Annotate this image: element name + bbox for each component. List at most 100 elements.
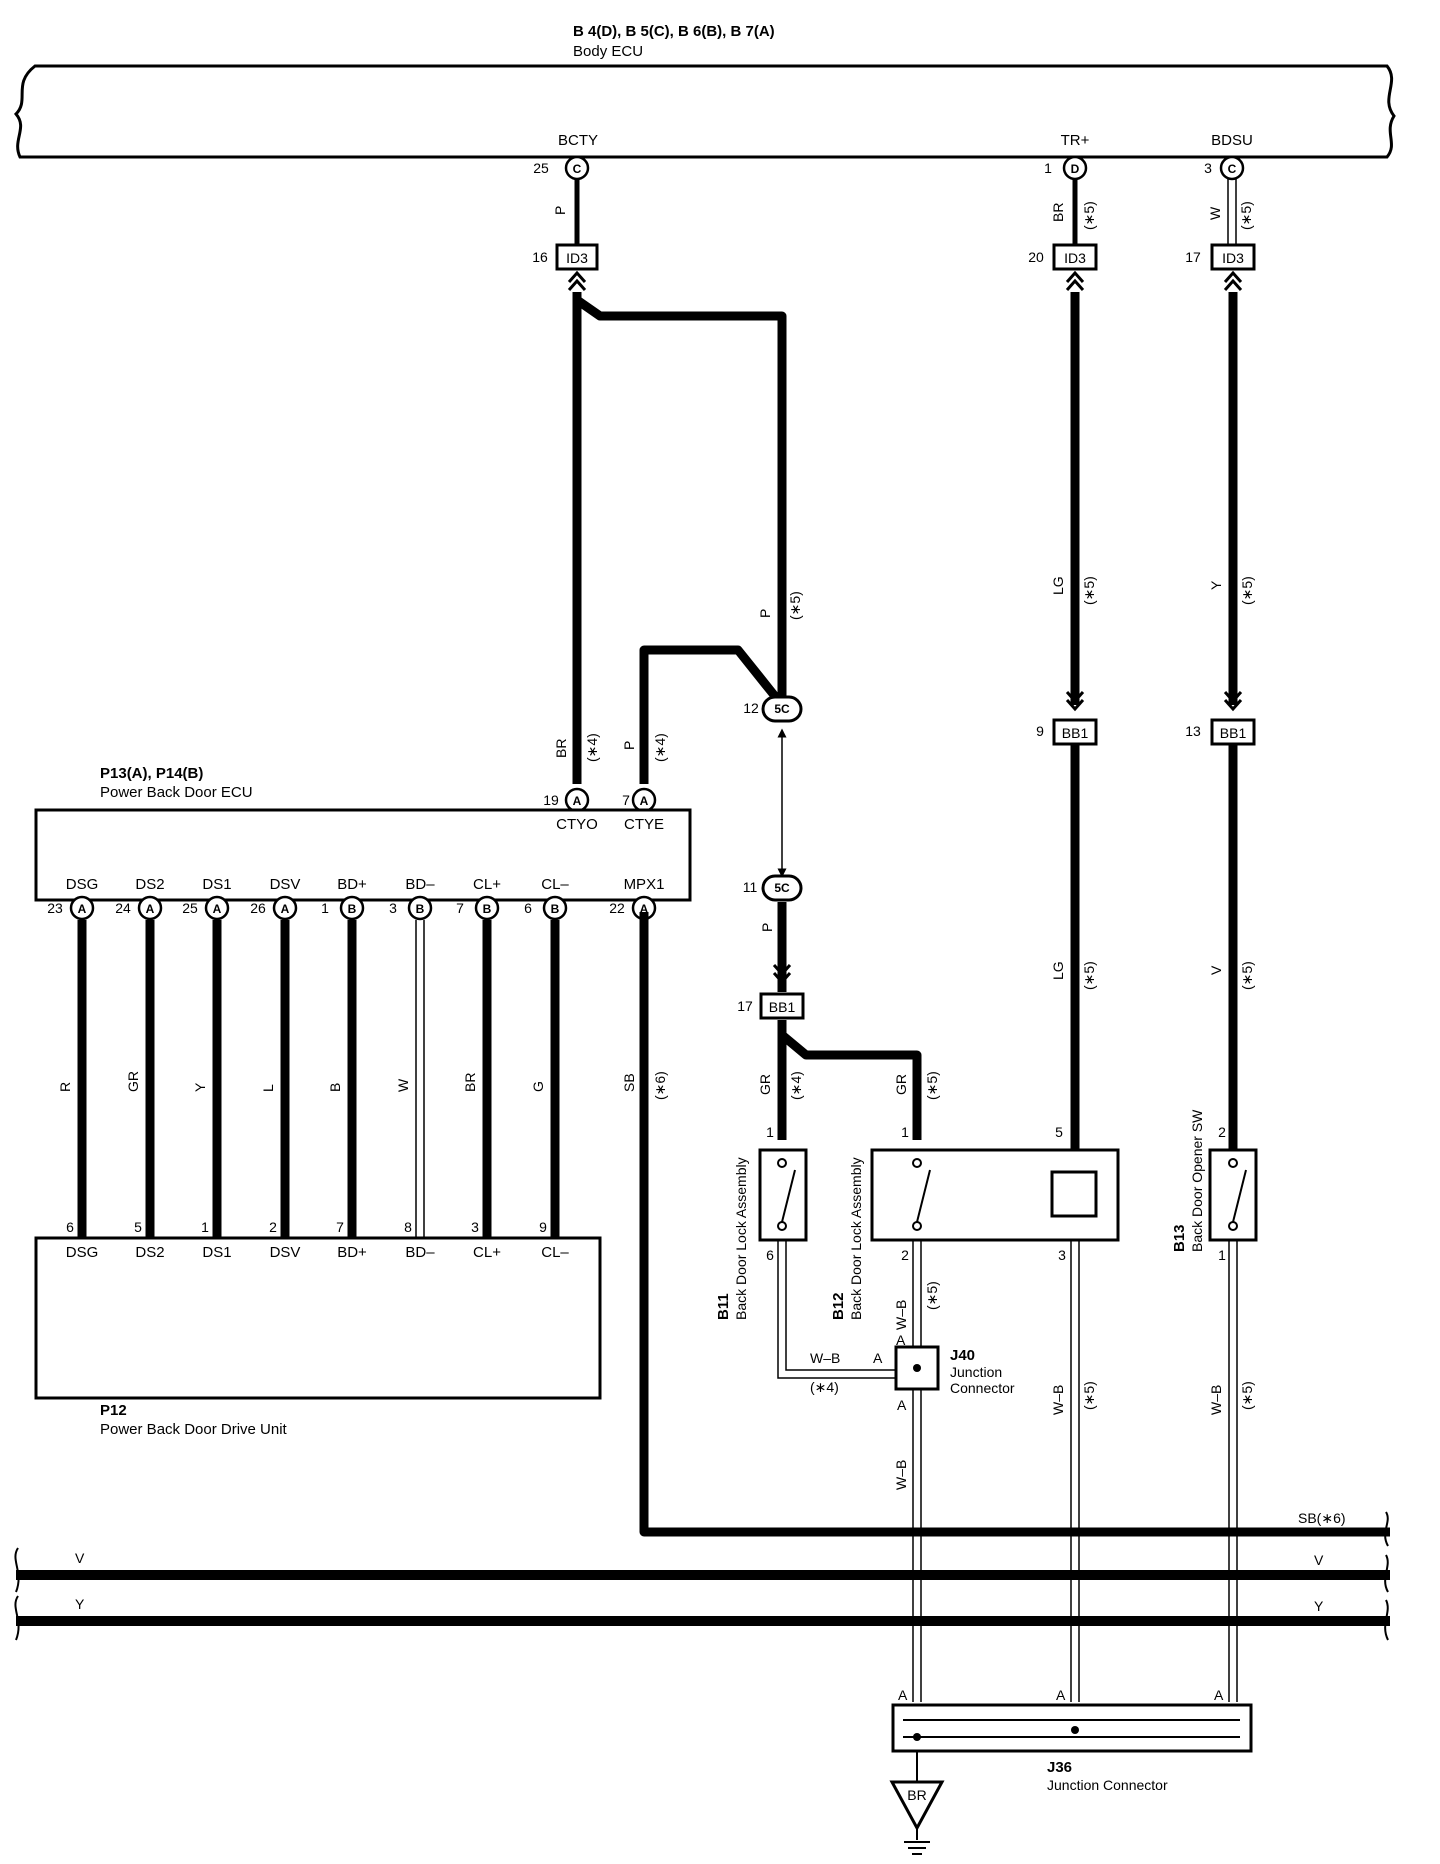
drive-wire-color: BR [462,1073,478,1092]
svg-text:7: 7 [622,792,630,808]
pbd-ecu-pin-number: 22 [609,900,625,916]
svg-text:BR: BR [1050,203,1066,222]
b13-back-door-opener-sw: 2 1 B13 Back Door Opener SW [1171,1109,1258,1263]
svg-text:(∗5): (∗5) [1239,1381,1255,1410]
drive-pin-number: 7 [336,1219,344,1235]
bus-v-right: V [1314,1552,1324,1568]
pbd-ecu-pin-label: MPX1 [624,876,665,893]
svg-text:ID3: ID3 [566,250,588,266]
drive-pin-number: 9 [539,1219,547,1235]
svg-text:1: 1 [1044,160,1052,176]
power-back-door-ecu: P13(A), P14(B) Power Back Door ECU 19 A … [34,765,692,902]
svg-text:2: 2 [901,1247,909,1263]
svg-text:BR: BR [553,739,569,758]
svg-text:W–B: W–B [893,1300,909,1330]
pin-label-bdsu: BDSU [1211,132,1253,149]
drive-pin-label: DSG [66,1244,99,1261]
svg-text:P: P [759,923,775,932]
svg-text:(∗6): (∗6) [652,1071,668,1100]
drive-pin-number: 1 [201,1219,209,1235]
drive-pin-label: DS2 [135,1244,164,1261]
bus-y-left: Y [75,1596,85,1612]
svg-text:W–B: W–B [810,1350,840,1366]
pbd-ecu-pin-label: DSV [270,876,301,893]
svg-text:9: 9 [1036,723,1044,739]
pbd-ecu-pin-number: 24 [115,900,131,916]
drive-pin-number: 8 [404,1219,412,1235]
svg-text:J40: J40 [950,1347,975,1364]
pbd-ecu-pin-circle [542,895,568,921]
svg-text:(∗5): (∗5) [1081,1381,1097,1410]
drive-wire-color: B [327,1083,343,1092]
svg-text:W–B: W–B [1050,1385,1066,1415]
pbd-ecu-pin-label: CL– [541,876,569,893]
drive-wire-color: Y [192,1082,208,1092]
svg-text:(∗5): (∗5) [1238,201,1254,230]
wire-bb1-to-locks: GR (∗4) GR (∗5) [757,1020,940,1140]
bb1-connector-13: 13 BB1 [1185,718,1256,746]
svg-text:LG: LG [1050,576,1066,595]
svg-text:(∗5): (∗5) [787,591,803,620]
svg-text:(∗5): (∗5) [924,1281,940,1310]
svg-text:16: 16 [532,249,548,265]
svg-text:B13: B13 [1171,1224,1188,1252]
svg-text:BB1: BB1 [1220,725,1247,741]
svg-text:(∗5): (∗5) [1239,961,1255,990]
svg-text:P: P [552,206,568,215]
pbd-ecu-pin-connector: B [483,902,492,916]
body-ecu-name: Body ECU [573,43,643,60]
pbd-ecu-pin-connector: A [78,902,87,916]
svg-text:(∗5): (∗5) [1239,576,1255,605]
pbd-ecu-pin-connector: A [281,902,290,916]
svg-text:11: 11 [743,879,758,895]
drive-pin-label: DS1 [202,1244,231,1261]
svg-text:Connector: Connector [950,1380,1015,1396]
pbd-ecu-pin-number: 26 [250,900,266,916]
drive-pin-label: CL+ [473,1244,501,1261]
svg-text:Back Door Lock Assembly: Back Door Lock Assembly [848,1157,864,1320]
drive-pin-label: CL– [541,1244,569,1261]
pbd-ecu-pin-connector: A [146,902,155,916]
svg-text:A: A [1214,1687,1224,1703]
svg-text:B12: B12 [830,1292,847,1320]
svg-text:GR: GR [893,1074,909,1095]
pbd-ecu-pin-label: DSG [66,876,99,893]
wire-5c-to-bb1: P [759,902,792,992]
drive-unit-name: Power Back Door Drive Unit [100,1421,288,1438]
bdsu-pin: 3 C W (∗5) [1204,155,1254,245]
drive-unit-wires: R6DSGGR5DS2Y1DS1L2DSVB7BD+W8BD–BR3CL+G9C… [57,920,569,1261]
svg-text:19: 19 [543,792,559,808]
svg-text:1: 1 [901,1124,909,1140]
pbd-ecu-pin-circle [474,895,500,921]
svg-text:(∗5): (∗5) [924,1071,940,1100]
wire-v-lower: V (∗5) [1208,745,1255,1150]
svg-text:1: 1 [766,1124,774,1140]
svg-text:W–B: W–B [893,1460,909,1490]
pbd-ecu-pin-label: DS1 [202,876,231,893]
bus-v-left: V [75,1550,85,1566]
svg-text:3: 3 [1204,160,1212,176]
svg-text:(∗5): (∗5) [1081,576,1097,605]
id3-connector-17: 17 ID3 [1185,243,1256,271]
pbd-ecu-pin-label: BD+ [337,876,367,893]
pin-label-bcty: BCTY [558,132,598,149]
sb-bus-label: SB(∗6) [1298,1510,1346,1526]
svg-text:(∗4): (∗4) [652,733,668,762]
j40-junction-connector: J40 Junction Connector A W–B [893,1240,1015,1702]
drive-pin-number: 6 [66,1219,74,1235]
drive-unit-code: P12 [100,1402,127,1419]
svg-text:B11: B11 [715,1293,732,1320]
svg-text:25: 25 [533,160,549,176]
body-ecu-connectors: B 4(D), B 5(C), B 6(B), B 7(A) [573,23,775,40]
svg-text:A: A [573,794,582,808]
pbd-ecu-pin-circle [407,895,433,921]
svg-text:2: 2 [1218,1124,1226,1140]
id3-connector-16: 16 ID3 [532,243,599,271]
ground-symbol: BR [889,1780,945,1855]
svg-text:Back Door Lock Assembly: Back Door Lock Assembly [733,1157,749,1320]
chevrons-up [567,270,1243,291]
svg-text:3: 3 [1058,1247,1066,1263]
pbd-ecu-pin-number: 25 [182,900,198,916]
pbd-ecu-pin-circle [137,895,163,921]
